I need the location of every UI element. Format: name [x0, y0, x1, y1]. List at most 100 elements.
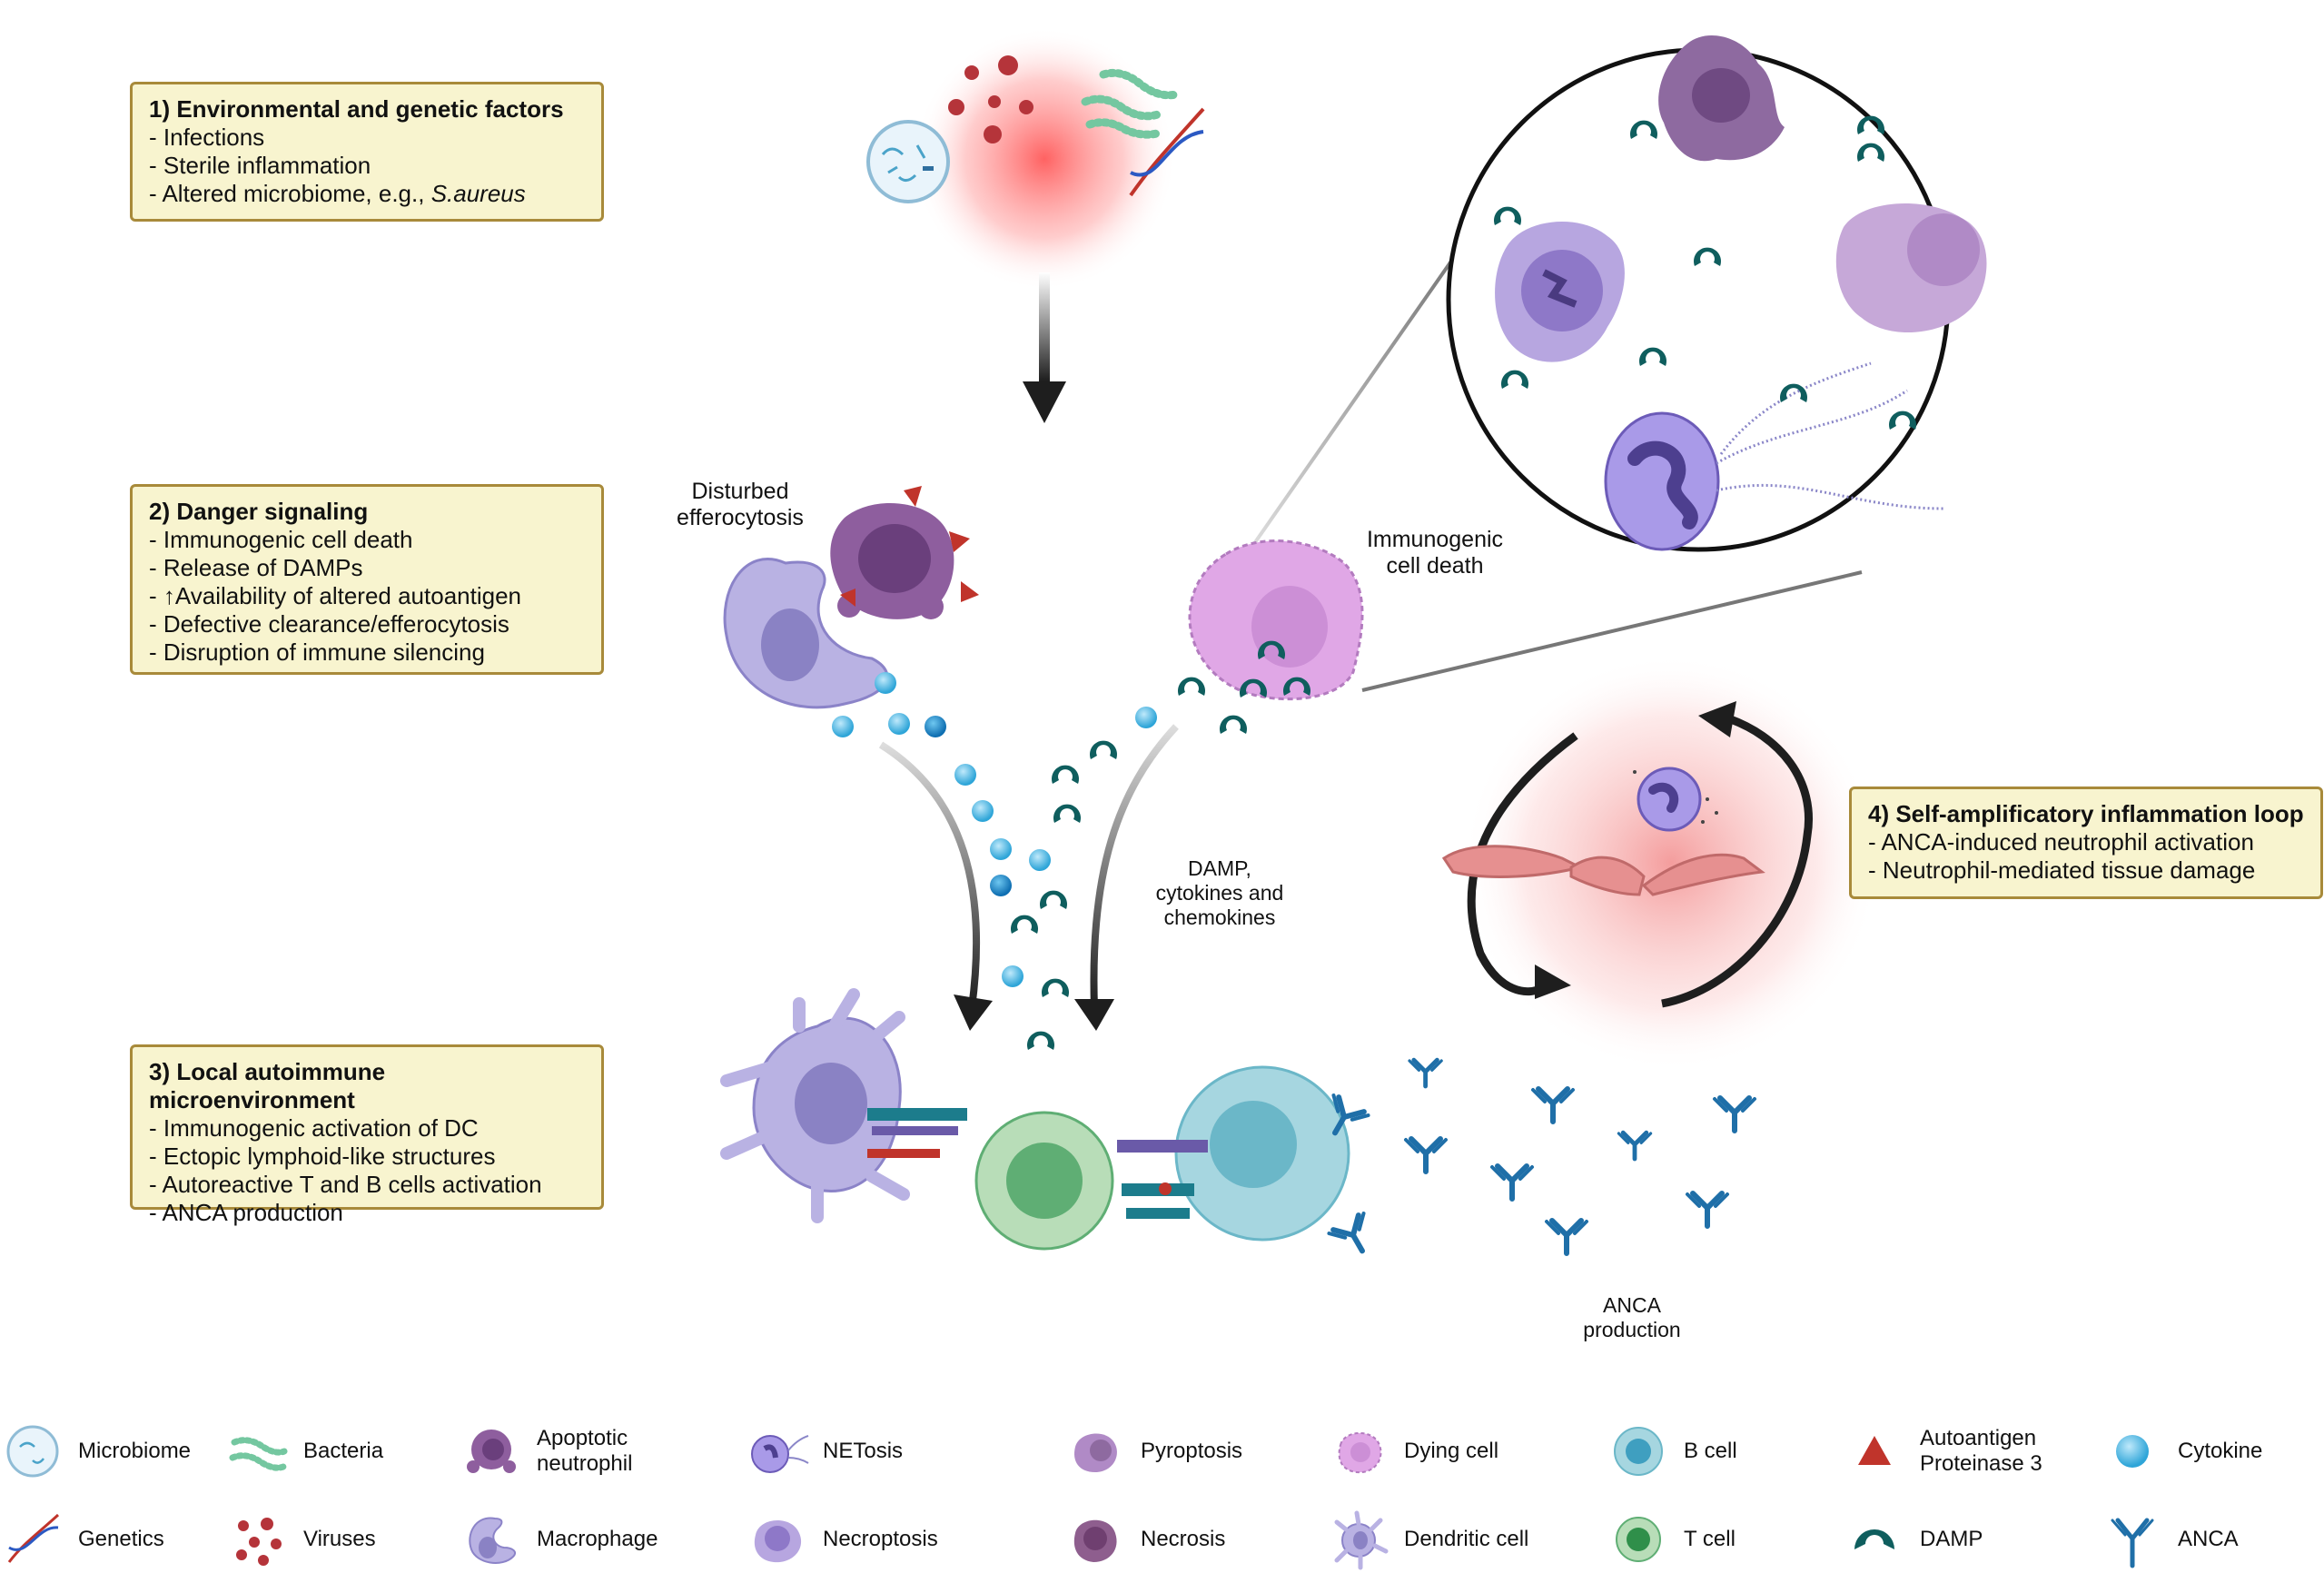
legend-text-line: Apoptotic — [537, 1426, 628, 1450]
microbiome-dish — [866, 120, 950, 203]
box4-item: - Neutrophil-mediated tissue damage — [1868, 856, 2256, 884]
label-damp-cytokines: DAMP, cytokines and chemokines — [1129, 856, 1310, 930]
label-line: efferocytosis — [677, 505, 804, 530]
legend-label-dendritic-cell: Dendritic cell — [1404, 1527, 1528, 1552]
legend-text-line: Bacteria — [303, 1439, 384, 1463]
box-inflammation-loop: 4) Self-amplificatory inflammation loop … — [1849, 787, 2323, 899]
legend-text-line: Cytokine — [2178, 1439, 2263, 1463]
legend-item: Cytokine — [2100, 1420, 2262, 1483]
legend-item: Genetics — [0, 1508, 164, 1571]
legend-label-dying-cell: Dying cell — [1404, 1439, 1498, 1464]
legend-text-line: DAMP — [1920, 1527, 1983, 1551]
legend-item: DAMP — [1842, 1508, 1983, 1571]
box2-item: - Disruption of immune silencing — [149, 638, 485, 666]
box2-item: - ↑Availability of altered autoantigen — [149, 582, 521, 609]
box3-item: - Immunogenic activation of DC — [149, 1114, 479, 1142]
label-line: chemokines — [1163, 905, 1276, 929]
legend-label-damp: DAMP — [1920, 1527, 1983, 1552]
box3-item: - ANCA production — [149, 1199, 343, 1226]
pyroptosis-cell — [1658, 35, 1785, 162]
box1-item: - Sterile inflammation — [149, 152, 371, 179]
t-cell-icon — [1616, 1517, 1661, 1562]
box1-item: - Altered microbiome, e.g., S.aureus — [149, 180, 585, 208]
label-anca-production: ANCA production — [1541, 1293, 1723, 1342]
legend-label-genetics: Genetics — [78, 1527, 164, 1552]
box2-title: 2) Danger signaling — [149, 498, 369, 525]
box-danger-signaling: 2) Danger signaling - Immunogenic cell d… — [130, 484, 604, 675]
endothelial-cells — [1441, 845, 1765, 896]
label-line: DAMP, — [1188, 856, 1251, 880]
legend-item: Viruses — [225, 1508, 376, 1571]
macrophage-cell — [723, 557, 889, 709]
legend-text-line: neutrophil — [537, 1451, 633, 1476]
legend-text-line: Viruses — [303, 1527, 376, 1551]
receptor-contacts — [867, 1108, 1208, 1219]
box2-item: - Defective clearance/efferocytosis — [149, 610, 509, 638]
legend-item: Necrosis — [1063, 1508, 1225, 1571]
microbiome-icon — [6, 1425, 59, 1478]
autoantigen-triangles — [840, 486, 979, 607]
legend-item: B cell — [1606, 1420, 1737, 1483]
box3-title: 3) Local autoimmune microenvironment — [149, 1058, 386, 1113]
label-immunogenic-cell-death: Immunogenic cell death — [1344, 527, 1526, 579]
legend-item: Microbiome — [0, 1420, 191, 1483]
legend-item: Dendritic cell — [1326, 1508, 1528, 1571]
legend-text-line: Dendritic cell — [1404, 1527, 1529, 1551]
b-cell — [1174, 1065, 1350, 1242]
box1-title: 1) Environmental and genetic factors — [149, 95, 564, 123]
netosis-cell — [1604, 361, 1944, 551]
viruses-icon — [236, 1518, 282, 1566]
legend-label-anca: ANCA — [2178, 1527, 2239, 1552]
legend-label-microbiome: Microbiome — [78, 1439, 191, 1464]
necroptosis-cell — [1495, 221, 1625, 362]
t-cell — [974, 1111, 1114, 1251]
box-autoimmune-microenvironment: 3) Local autoimmune microenvironment - I… — [130, 1044, 604, 1226]
dying-cell — [1178, 539, 1364, 701]
pyroptosis-icon — [1073, 1433, 1117, 1472]
box3-item: - Ectopic lymphoid-like structures — [149, 1143, 496, 1170]
legend-label-b-cell: B cell — [1684, 1439, 1737, 1464]
label-line: Immunogenic — [1366, 527, 1504, 552]
autoantigen-icon — [1858, 1436, 1891, 1465]
legend-text-line: Genetics — [78, 1527, 164, 1551]
legend-label-bacteria: Bacteria — [303, 1439, 383, 1464]
legend-text-line: Dying cell — [1404, 1439, 1499, 1463]
legend-label-macrophage: Macrophage — [537, 1527, 658, 1552]
legend-item: Bacteria — [225, 1420, 383, 1483]
label-line: production — [1583, 1318, 1681, 1341]
legend-text-line: Pyroptosis — [1141, 1439, 1243, 1463]
box2-item: - Immunogenic cell death — [149, 526, 413, 553]
legend-text-line: Macrophage — [537, 1527, 658, 1551]
macrophage-icon — [469, 1517, 517, 1564]
legend-label-necrosis: Necrosis — [1141, 1527, 1225, 1552]
inflammation-glow — [913, 27, 1176, 291]
legend-item: Macrophage — [459, 1508, 658, 1571]
legend-text-line: Proteinase 3 — [1920, 1451, 2042, 1476]
label-line: Disturbed — [691, 479, 789, 504]
box4-title: 4) Self-amplificatory inflammation loop — [1868, 800, 2304, 827]
cytokine-icon — [2116, 1435, 2149, 1468]
anca-icon — [2111, 1518, 2154, 1568]
legend-text-line: T cell — [1684, 1527, 1736, 1551]
legend-label-necroptosis: Necroptosis — [823, 1527, 938, 1552]
box-environmental-factors: 1) Environmental and genetic factors - I… — [130, 82, 604, 222]
loop-neutrophil — [1633, 767, 1718, 832]
apoptotic-neutrophil-cell — [830, 502, 954, 619]
necroptosis-icon — [754, 1519, 802, 1563]
legend-text-line: ANCA — [2178, 1527, 2239, 1551]
legend-label-t-cell: T cell — [1684, 1527, 1736, 1552]
legend-label-pyroptosis: Pyroptosis — [1141, 1439, 1242, 1464]
dna-helix — [1129, 107, 1205, 197]
label-disturbed-efferocytosis: Disturbed efferocytosis — [649, 479, 831, 531]
legend-item: Necroptosis — [745, 1508, 938, 1571]
netosis-icon — [751, 1435, 809, 1473]
box2-item: - Release of DAMPs — [149, 554, 363, 581]
box1-item-text: - Altered microbiome, e.g., — [149, 180, 431, 207]
box4-item: - ANCA-induced neutrophil activation — [1868, 828, 2254, 856]
legend-item: Pyroptosis — [1063, 1420, 1242, 1483]
legend-text-line: Necrosis — [1141, 1527, 1226, 1551]
